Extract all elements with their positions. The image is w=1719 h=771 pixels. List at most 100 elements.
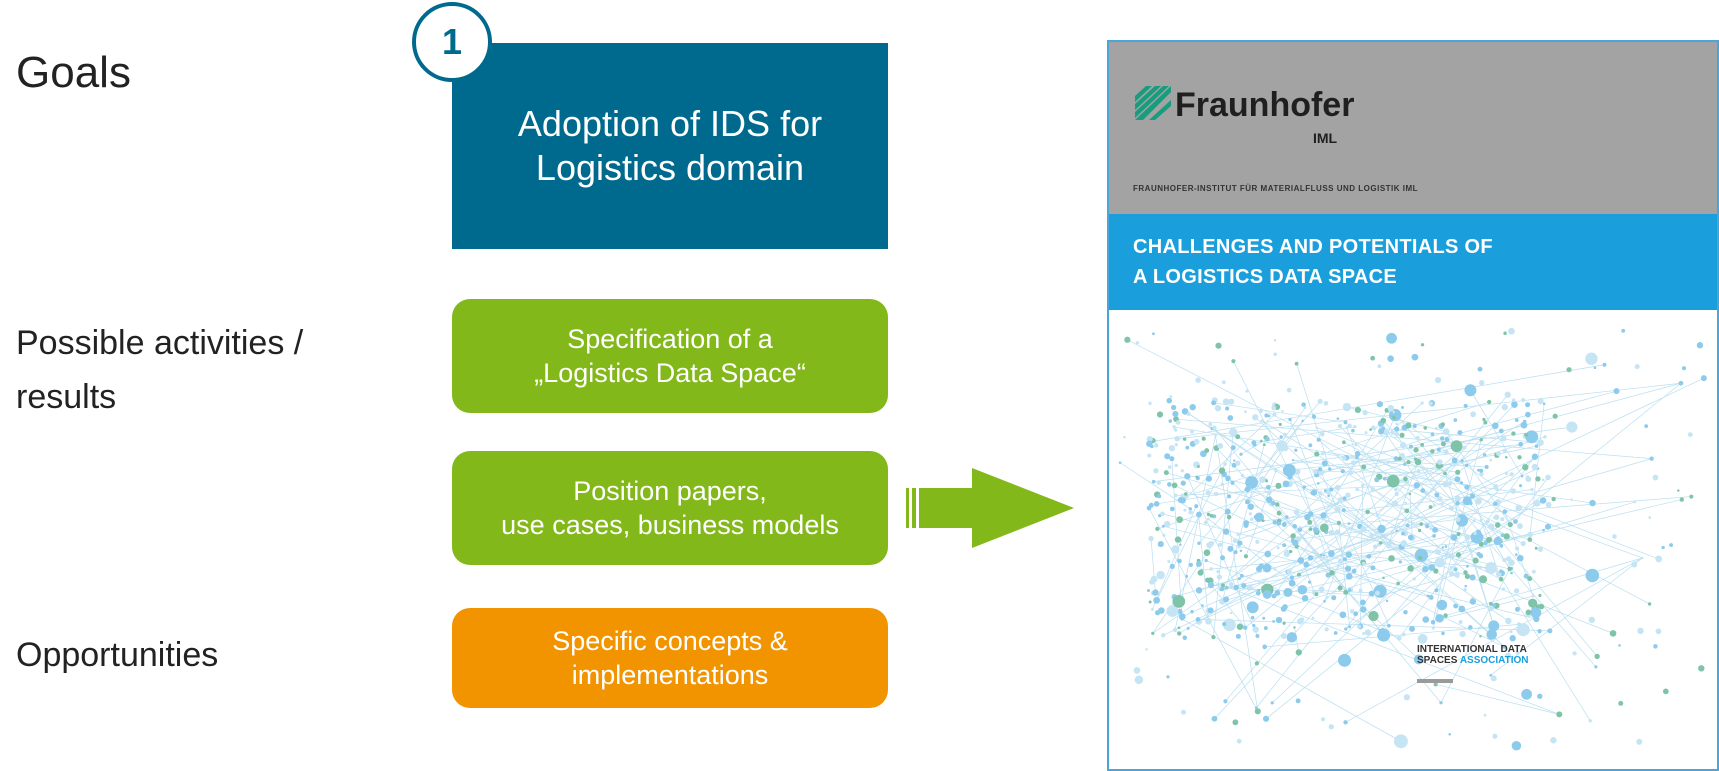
network-node xyxy=(1152,589,1159,596)
network-node xyxy=(1272,412,1277,417)
network-node xyxy=(1524,433,1528,437)
network-node xyxy=(1225,475,1231,482)
network-node xyxy=(1325,595,1329,599)
network-node xyxy=(1531,569,1536,574)
network-node xyxy=(1171,545,1180,554)
network-node xyxy=(1183,508,1187,512)
network-node xyxy=(1316,437,1321,442)
network-node xyxy=(1520,474,1524,478)
network-node xyxy=(1550,737,1557,744)
network-node xyxy=(1417,528,1422,533)
network-node xyxy=(1295,649,1302,656)
network-node xyxy=(1493,483,1499,490)
network-line xyxy=(1214,600,1325,719)
network-node xyxy=(1484,465,1489,470)
ids-logo-spaces: SPACES xyxy=(1417,655,1458,666)
network-node xyxy=(1513,519,1518,524)
network-node xyxy=(1177,608,1183,615)
network-node xyxy=(1146,588,1151,592)
network-node xyxy=(1318,467,1323,472)
network-node xyxy=(1609,630,1617,637)
network-node xyxy=(1314,592,1319,597)
network-node xyxy=(1160,633,1166,638)
network-node xyxy=(1362,632,1366,635)
network-node xyxy=(1534,444,1539,448)
network-node xyxy=(1236,623,1244,630)
network-node xyxy=(1262,616,1266,620)
network-node xyxy=(1282,543,1287,548)
network-line xyxy=(1237,436,1509,622)
network-node xyxy=(1355,487,1359,492)
network-node xyxy=(1517,554,1524,562)
network-node xyxy=(1178,613,1186,620)
goals-label: Goals xyxy=(16,48,131,97)
network-node xyxy=(1641,556,1644,560)
network-node xyxy=(1197,569,1204,576)
network-node xyxy=(1272,620,1276,623)
network-node xyxy=(1519,484,1523,488)
network-node xyxy=(1243,520,1250,526)
network-node xyxy=(1370,565,1376,571)
network-node xyxy=(1479,380,1485,386)
network-node xyxy=(1327,519,1330,523)
cover-institute: FRAUNHOFER-INSTITUT FÜR MATERIALFLUSS UN… xyxy=(1133,184,1419,193)
network-node xyxy=(1429,527,1433,531)
network-node xyxy=(1211,400,1217,406)
network-node xyxy=(1370,355,1376,361)
network-node xyxy=(1157,494,1162,499)
network-node xyxy=(1401,632,1406,637)
activity-position-line2: use cases, business models xyxy=(501,510,839,540)
network-node xyxy=(1661,545,1665,550)
network-line xyxy=(1174,426,1357,458)
network-node xyxy=(1166,605,1179,618)
network-node xyxy=(1395,422,1399,426)
network-node xyxy=(1262,443,1266,447)
network-node xyxy=(1274,468,1278,473)
network-node xyxy=(1157,541,1164,548)
goal-box: Adoption of IDS for Logistics domain xyxy=(452,43,888,249)
network-graphic-icon xyxy=(1118,327,1707,751)
network-node xyxy=(1469,493,1476,499)
network-line xyxy=(1215,435,1259,712)
network-node xyxy=(1153,468,1159,474)
network-node xyxy=(1264,436,1270,442)
network-node xyxy=(1153,501,1160,507)
network-node xyxy=(1284,470,1289,474)
network-line xyxy=(1182,414,1275,501)
network-node xyxy=(1655,628,1662,635)
network-node xyxy=(1394,487,1398,492)
network-node xyxy=(1515,651,1520,655)
network-node xyxy=(1251,440,1257,446)
network-node xyxy=(1248,512,1253,516)
network-node xyxy=(1429,564,1434,569)
network-node xyxy=(1278,422,1282,427)
network-node xyxy=(1537,546,1543,552)
network-node xyxy=(1499,569,1503,573)
network-node xyxy=(1503,533,1510,540)
network-node xyxy=(1472,519,1476,523)
network-node xyxy=(1602,362,1607,367)
network-node xyxy=(1211,635,1216,640)
network-node xyxy=(1211,715,1218,722)
network-node xyxy=(1502,448,1507,453)
network-node xyxy=(1233,584,1239,591)
network-node xyxy=(1271,405,1277,411)
network-node xyxy=(1432,527,1438,533)
network-node xyxy=(1572,651,1577,656)
network-node xyxy=(1197,541,1201,546)
network-node xyxy=(1258,409,1263,414)
network-node xyxy=(1319,523,1329,533)
network-node xyxy=(1171,482,1178,489)
network-node xyxy=(1303,406,1307,409)
network-node xyxy=(1700,375,1707,382)
network-node xyxy=(1323,489,1327,493)
network-node xyxy=(1255,634,1260,638)
network-line xyxy=(1316,443,1521,472)
network-node xyxy=(1185,574,1189,578)
network-node xyxy=(1148,502,1154,508)
network-node xyxy=(1149,579,1155,585)
network-node xyxy=(1530,487,1534,492)
network-node xyxy=(1228,581,1234,587)
network-node xyxy=(1182,437,1187,441)
network-node xyxy=(1432,503,1436,507)
